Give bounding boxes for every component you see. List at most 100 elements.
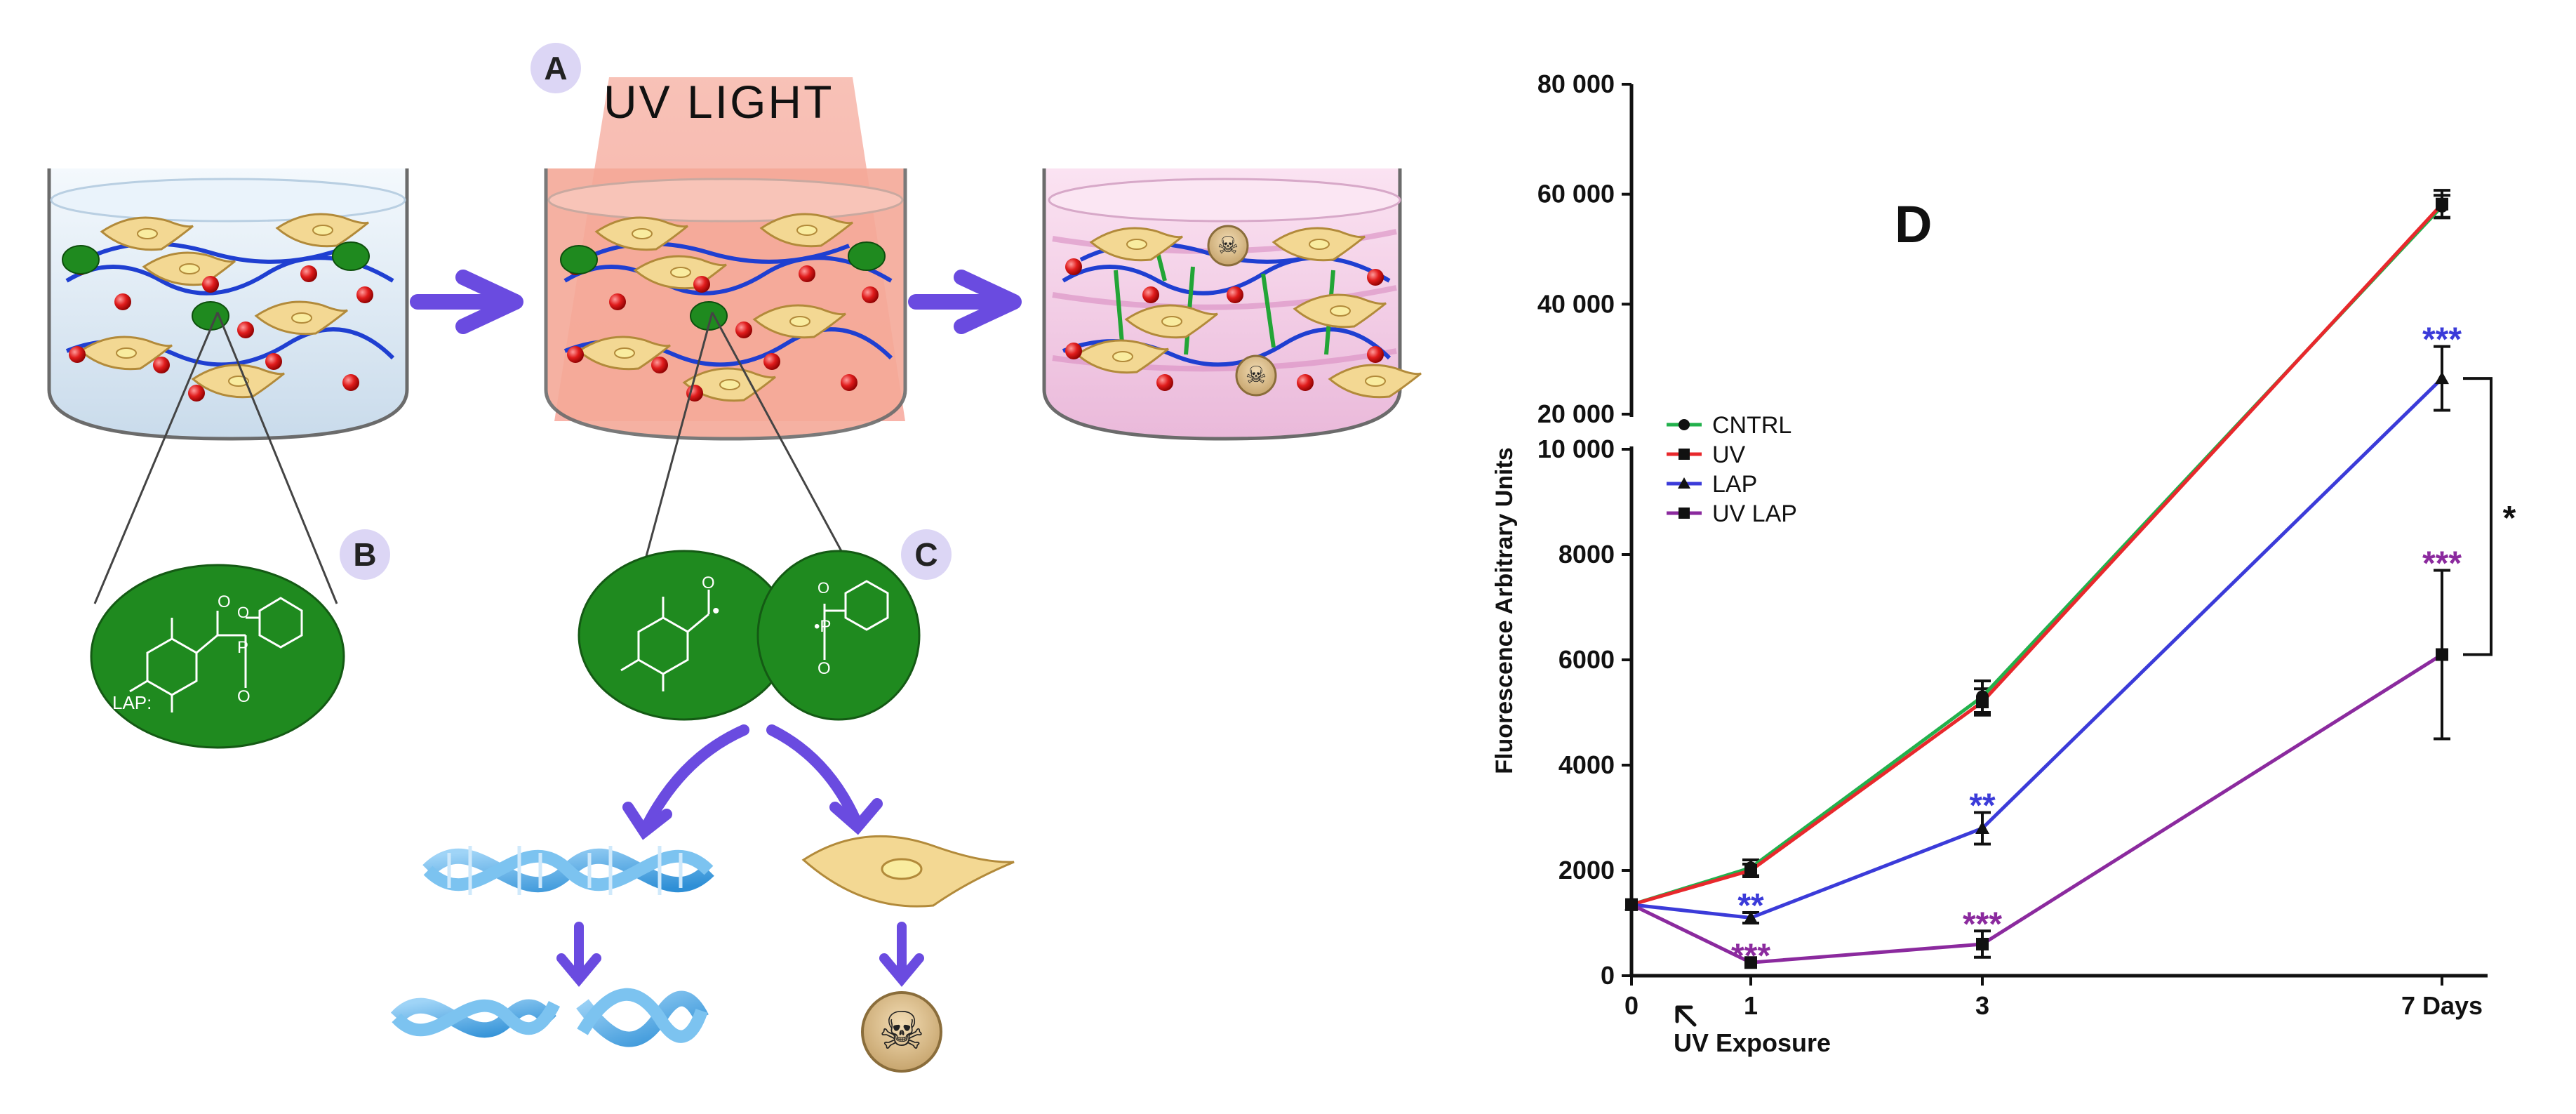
data-point <box>1976 696 1989 708</box>
red-sphere <box>567 346 584 363</box>
svg-text:O: O <box>817 579 829 597</box>
series-line-uv <box>1631 203 2443 907</box>
data-point <box>1744 956 1757 969</box>
photoinitiator-green-blob <box>332 241 370 271</box>
red-sphere <box>265 353 282 370</box>
legend-marker <box>1679 508 1690 519</box>
red-sphere <box>1367 269 1384 286</box>
cell-nucleus <box>312 225 333 236</box>
cell-nucleus <box>1309 239 1330 250</box>
svg-text:•P: •P <box>814 617 831 636</box>
red-sphere <box>651 357 668 373</box>
radical-fragments: O • •P O O <box>578 550 921 721</box>
red-sphere <box>188 385 205 402</box>
cell-nucleus <box>670 267 691 278</box>
panel-c-label: C <box>901 529 952 580</box>
data-point <box>2436 197 2448 211</box>
axis-break <box>1622 417 1641 446</box>
cell-nucleus <box>137 228 158 239</box>
cell-nucleus <box>228 376 249 387</box>
data-point <box>1975 821 1989 834</box>
cell-nucleus <box>632 228 653 239</box>
photoinitiator-green-blob <box>62 245 100 274</box>
panel-b-label: B <box>340 529 390 580</box>
process-arrow-2 <box>908 270 1022 334</box>
dna-break-arrow <box>556 922 601 987</box>
svg-text:C: C <box>914 536 937 573</box>
cell-nucleus <box>1112 351 1133 362</box>
x-tick-label: 0 <box>1624 991 1639 1020</box>
svg-text:O: O <box>218 592 231 611</box>
legend-entry: LAP <box>1712 471 1757 498</box>
cell-nucleus <box>179 263 200 274</box>
y-tick-label: 2000 <box>1559 856 1615 884</box>
y-tick-label: 40 000 <box>1537 289 1615 318</box>
axes <box>1629 84 2488 978</box>
legend-entry: UV <box>1712 442 1746 468</box>
well-before-uv <box>47 168 409 441</box>
cell-nucleus <box>1161 316 1182 327</box>
x-tick-label: 3 <box>1975 991 1989 1020</box>
axis-break-gap <box>1622 417 1641 446</box>
cell-nucleus <box>1126 239 1147 250</box>
red-sphere <box>609 293 626 310</box>
red-sphere <box>1065 258 1082 275</box>
photoinitiator-spheres <box>62 241 1384 402</box>
data-point <box>1625 898 1638 911</box>
svg-text:O: O <box>237 687 251 706</box>
uv-light-caption: UV LIGHT <box>603 76 834 128</box>
y-tick-label: 4000 <box>1559 750 1615 779</box>
significance-mark: *** <box>1963 906 2002 943</box>
skull-icon: ☠ <box>861 991 942 1073</box>
series-line-uv-lap <box>1630 653 2443 964</box>
cell-nucleus <box>1365 376 1386 387</box>
data-point <box>2435 371 2449 385</box>
panel-a-label: A <box>530 43 581 93</box>
red-sphere <box>114 293 131 310</box>
red-sphere <box>300 265 317 282</box>
y-tick-label: 80 000 <box>1537 69 1615 98</box>
svg-text:B: B <box>353 536 376 573</box>
svg-text:P: P <box>237 638 248 657</box>
x-tick-label: 1 <box>1744 991 1758 1020</box>
single-cell <box>801 835 1015 908</box>
red-sphere <box>1227 286 1243 303</box>
cell-nucleus <box>1330 305 1351 317</box>
cell-nucleus <box>614 347 635 359</box>
red-sphere <box>862 286 879 303</box>
svg-text:A: A <box>544 50 567 86</box>
dead-cell-icons: ☠ ☠ <box>1207 225 1277 397</box>
svg-text:O: O <box>702 573 715 592</box>
y-tick-label: 60 000 <box>1537 180 1615 208</box>
red-sphere <box>237 321 254 338</box>
data-point <box>2436 648 2448 661</box>
legend-marker <box>1678 477 1690 489</box>
red-sphere <box>841 374 857 391</box>
legend-entry: UV LAP <box>1712 500 1797 527</box>
legend-entry: CNTRL <box>1712 412 1791 439</box>
x-tick-label: 7 Days <box>2401 991 2483 1020</box>
y-tick-label: 20 000 <box>1537 399 1615 428</box>
red-sphere <box>153 357 170 373</box>
uv-exposure-annotation: UV Exposure <box>1674 1005 1831 1057</box>
svg-text:☠: ☠ <box>879 1002 925 1060</box>
red-sphere <box>69 346 86 363</box>
red-sphere <box>1297 374 1314 391</box>
cell-nucleus <box>789 316 810 327</box>
cell-nucleus <box>719 379 740 390</box>
red-sphere <box>735 321 752 338</box>
red-sphere <box>1156 374 1173 391</box>
significance-mark: ** <box>1737 887 1764 924</box>
red-sphere <box>1065 343 1082 359</box>
significance-mark: *** <box>1731 937 1770 974</box>
svg-text:O: O <box>237 604 249 621</box>
panel-d-label: D <box>1895 195 1932 253</box>
series-markers <box>1624 197 2449 969</box>
svg-text:☠: ☠ <box>1246 362 1267 389</box>
lap-molecule: O P O O LAP: <box>90 564 345 749</box>
cell-nucleus <box>291 312 312 324</box>
error-bars <box>1742 189 2450 959</box>
process-arrow-1 <box>410 270 523 334</box>
